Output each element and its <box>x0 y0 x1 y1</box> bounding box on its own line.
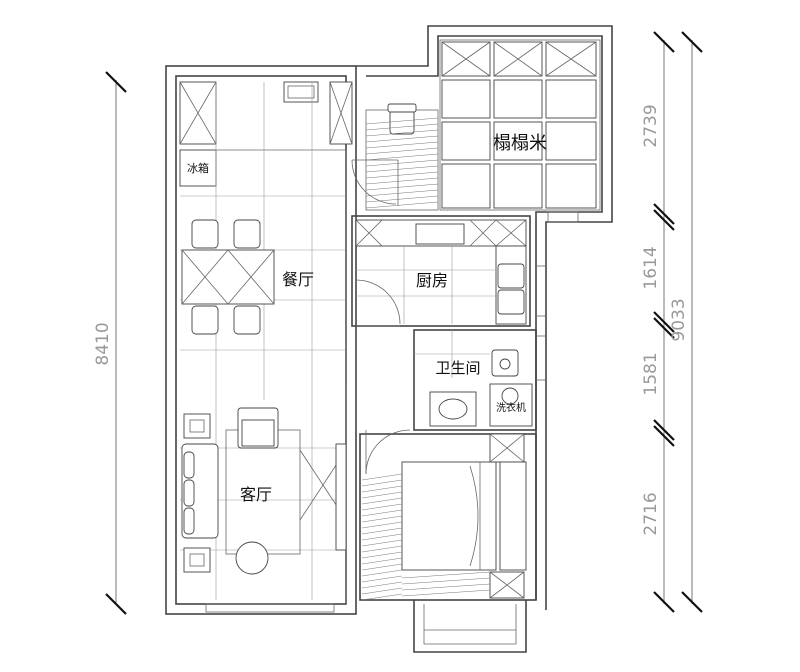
side-table-icon <box>183 413 211 439</box>
side-table-icon <box>183 547 211 573</box>
chair-icon <box>233 305 261 335</box>
chair-icon <box>191 305 219 335</box>
dimension-left <box>105 71 127 615</box>
dimension-right <box>653 31 703 613</box>
tv-cabinet-icon <box>335 443 347 551</box>
room-label-dining: 餐厅 <box>282 270 314 289</box>
room-label-tatami: 榻榻米 <box>493 133 547 154</box>
stove-icon <box>283 81 319 103</box>
chair-icon <box>191 219 219 249</box>
fridge-label: 冰箱 <box>187 161 209 175</box>
wardrobe-icon <box>499 461 527 571</box>
room-label-bathroom: 卫生间 <box>435 359 480 377</box>
room-label-living: 客厅 <box>240 485 272 504</box>
dim-seg-bottom: 2716 <box>641 492 661 535</box>
bathroom: 洗衣机 <box>413 329 546 431</box>
dim-seg-kitchen: 1614 <box>641 246 661 289</box>
dim-right-total: 9033 <box>669 298 689 341</box>
tatami-grid <box>441 41 597 209</box>
tatami-room: 榻榻米 <box>439 39 601 223</box>
chair-icon <box>233 219 261 249</box>
kitchen-area: 冰箱 <box>179 81 353 187</box>
dim-total-height: 8410 <box>93 322 113 365</box>
bedroom <box>359 429 537 653</box>
cooktop-icon <box>415 223 465 245</box>
kitchen-room <box>351 215 546 327</box>
dining-table <box>181 219 275 335</box>
washer-label: 洗衣机 <box>496 401 526 414</box>
room-label-kitchen: 厨房 <box>416 271 448 290</box>
fridge-icon <box>179 149 217 187</box>
living-room <box>181 386 347 613</box>
lounge-chair-icon <box>235 541 269 575</box>
dim-seg-bath: 1581 <box>641 352 661 395</box>
sink-icon <box>497 263 525 289</box>
outer-walls <box>165 25 613 615</box>
dim-seg-top: 2739 <box>641 104 661 147</box>
door-swing-top <box>351 159 399 206</box>
bed-icon <box>401 461 497 571</box>
hatch-pattern <box>361 117 491 601</box>
